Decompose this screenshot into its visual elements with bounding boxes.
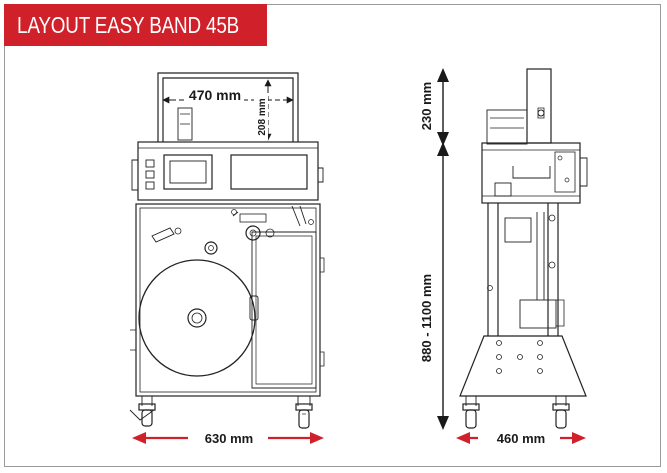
dim-arch-height: 208 mm [254, 79, 272, 141]
side-arch [486, 68, 552, 145]
label-arch-height: 208 mm [257, 98, 268, 135]
side-body [487, 203, 565, 336]
front-arch [157, 72, 299, 142]
label-machine-depth: 460 mm [497, 431, 545, 446]
label-arch-top-height: 230 mm [419, 82, 434, 130]
label-table-height: 880 - 1100 mm [419, 274, 434, 362]
label-arch-width: 470 mm [189, 87, 241, 103]
side-view [459, 68, 588, 429]
front-view [129, 72, 325, 429]
side-casters [462, 396, 570, 429]
title-banner: LAYOUT EASY BAND 45B [4, 4, 267, 46]
dim-table-height: 880 - 1100 mm [419, 142, 449, 430]
label-machine-width: 630 mm [205, 431, 253, 446]
dim-machine-width: 630 mm [132, 431, 324, 446]
side-base [459, 335, 587, 397]
dim-arch-top-height: 230 mm [418, 68, 449, 146]
front-control-head [131, 141, 324, 201]
drawing-frame [4, 4, 661, 467]
page-title: LAYOUT EASY BAND 45B [17, 12, 240, 38]
front-body [130, 203, 325, 397]
front-casters [129, 396, 313, 429]
dim-machine-depth: 460 mm [456, 431, 586, 446]
side-control-head [481, 142, 588, 204]
dim-arch-width: 470 mm [162, 86, 294, 104]
